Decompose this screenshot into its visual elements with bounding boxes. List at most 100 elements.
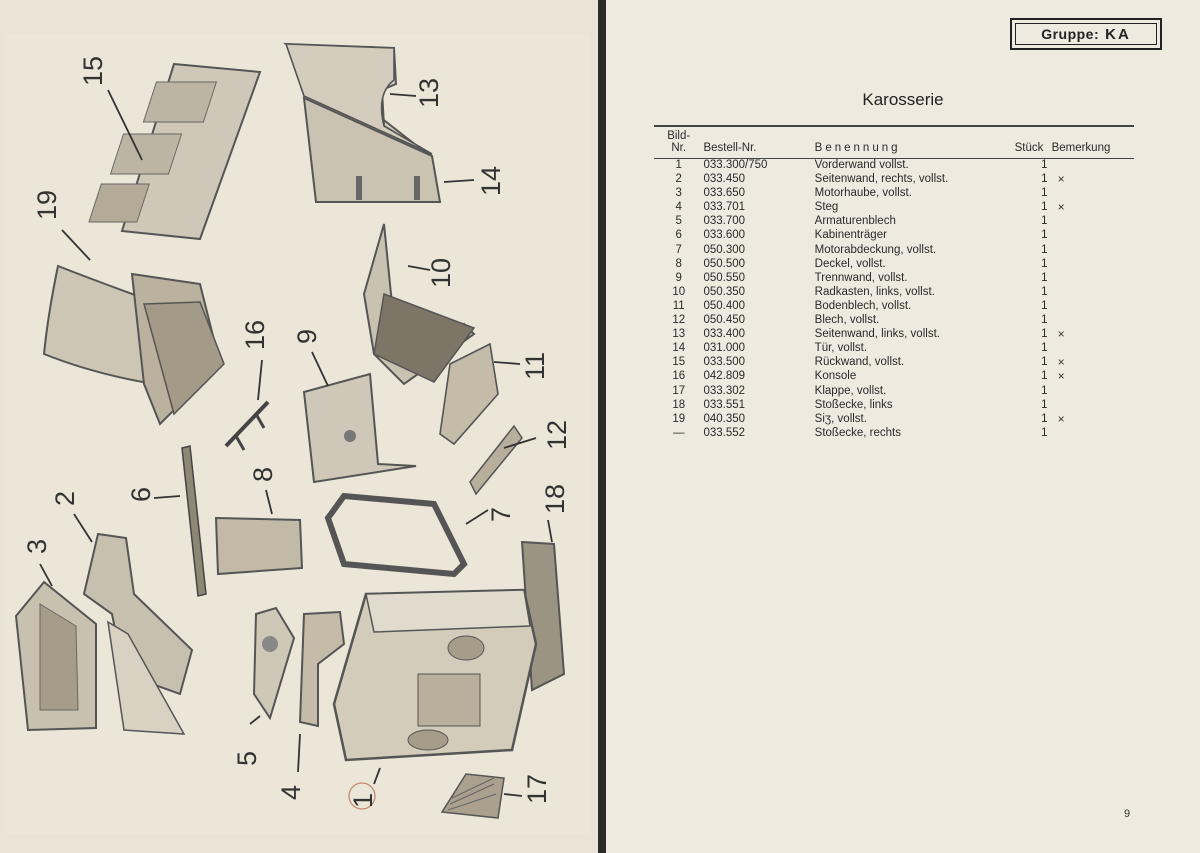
row-bild-nr: 14: [672, 342, 686, 355]
cross-mark-icon: [1052, 158, 1058, 172]
row-benennung: Vorderwand vollst.: [814, 159, 909, 171]
row-bild-nr: 5: [675, 215, 682, 228]
row-stueck: 1: [1041, 201, 1048, 214]
row-bestell-nr: 050.400: [703, 299, 746, 312]
row-bild-nr: 17: [672, 384, 686, 397]
row-bild-nr: 6: [675, 229, 682, 242]
row-bild-nr: 11: [672, 299, 685, 312]
cross-mark-icon: [1052, 313, 1058, 327]
row-bestell-nr: 033.302: [703, 384, 746, 397]
row-benennung: Stoßecke, rechts: [814, 426, 901, 439]
row-bemerkung: [1052, 286, 1134, 300]
parts-table: Bild- Nr. Bestell-Nr. Benennung Stück Be…: [654, 125, 1134, 441]
row-bild-nr: —: [672, 426, 685, 439]
row-bemerkung: [1052, 272, 1134, 286]
page-number: 9: [1124, 808, 1131, 820]
row-benennung: Siʒ, vollst.: [814, 412, 867, 425]
row-benennung: Deckel, vollst.: [814, 257, 886, 270]
row-benennung: Klappe, vollst.: [814, 384, 887, 397]
group-label: Gruppe:: [1041, 26, 1100, 42]
cross-mark-icon: [1052, 214, 1058, 228]
part-17-flap: [440, 773, 505, 819]
row-bild-nr: 7: [675, 243, 682, 256]
row-stueck: 1: [1041, 356, 1048, 369]
group-box-inner-border: [1015, 23, 1157, 45]
row-stueck: 1: [1041, 187, 1048, 200]
callout-1-circle: [348, 782, 376, 810]
row-stueck: 1: [1041, 215, 1048, 228]
row-bestell-nr: 033.500: [703, 356, 746, 369]
cross-mark-icon: ×: [1057, 172, 1065, 187]
book-gutter: [598, 0, 606, 853]
cross-mark-icon: ×: [1057, 200, 1065, 215]
row-stueck: 1: [1041, 342, 1048, 355]
row-benennung: Rückwand, vollst.: [814, 356, 905, 369]
row-benennung: Radkasten, links, vollst.: [814, 285, 935, 298]
row-bestell-nr: 050.550: [703, 271, 746, 284]
row-stueck: 1: [1041, 426, 1048, 439]
row-stueck: 1: [1041, 412, 1048, 425]
callout-1: 1: [348, 793, 378, 808]
row-bestell-nr: 050.300: [703, 243, 746, 256]
row-bild-nr: 18: [672, 398, 686, 411]
row-bild-nr: 9: [675, 271, 682, 284]
parts-table-header: Bild- Nr. Bestell-Nr. Benennung Stück Be…: [654, 126, 1134, 159]
row-bemerkung: ×: [1052, 328, 1134, 342]
part-4-web: [298, 610, 346, 728]
header-stueck: Stück: [1010, 126, 1052, 159]
row-bestell-nr: 033.600: [703, 229, 746, 242]
row-benennung: Motorhaube, vollst.: [814, 187, 912, 200]
row-bild-nr: 8: [675, 257, 682, 270]
row-bild-nr: 3: [675, 187, 682, 200]
row-bestell-nr: 033.700: [703, 215, 746, 228]
row-bemerkung: [1052, 342, 1134, 356]
row-bild-nr: 2: [675, 173, 682, 186]
row-bemerkung: [1052, 399, 1134, 413]
header-benennung: Benennung: [814, 126, 1011, 159]
callout-12: 12: [542, 420, 572, 450]
row-stueck: 1: [1041, 314, 1048, 327]
header-bestell: Bestell-Nr.: [703, 126, 815, 159]
row-bild-nr: 12: [672, 314, 686, 327]
row-stueck: 1: [1041, 229, 1048, 242]
group-code: KA: [1105, 25, 1131, 43]
callout-6: 6: [126, 487, 156, 502]
row-bestell-nr: 050.450: [703, 314, 746, 327]
row-bemerkung: ×: [1052, 201, 1134, 215]
row-bemerkung: [1052, 385, 1134, 399]
right-page-parts-list: Gruppe: KA Karosserie Bild- Nr. Bestell-…: [606, 0, 1200, 853]
row-bestell-nr: 033.552: [703, 426, 746, 439]
row-benennung: Kabinenträger: [814, 229, 887, 242]
row-bestell-nr: 040.350: [703, 412, 746, 425]
callout-5: 5: [232, 751, 262, 766]
part-1-front-wall: [332, 588, 538, 762]
row-benennung: Trennwand, vollst.: [814, 271, 908, 284]
row-bemerkung: [1052, 159, 1134, 174]
cross-mark-icon: [1052, 341, 1058, 355]
callout-11: 11: [520, 352, 550, 380]
row-bemerkung: [1052, 215, 1134, 229]
callout-4: 4: [276, 785, 306, 800]
row-bild-nr: 13: [672, 328, 686, 341]
row-bild-nr: 19: [672, 412, 686, 425]
row-benennung: Tür, vollst.: [814, 342, 868, 355]
part-8-lid: [214, 516, 304, 576]
row-bestell-nr: 050.500: [703, 257, 746, 270]
callout-16: 16: [240, 320, 270, 350]
callout-18: 18: [540, 484, 570, 514]
cross-mark-icon: [1052, 398, 1058, 412]
row-stueck: 1: [1041, 243, 1048, 256]
row-bild-nr: 15: [672, 356, 686, 369]
callout-10: 10: [426, 258, 456, 288]
group-box: Gruppe: KA: [1010, 18, 1162, 50]
